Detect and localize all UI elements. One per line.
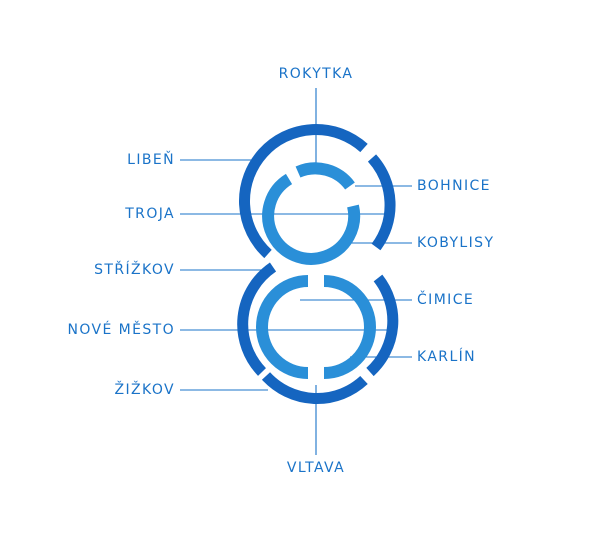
upper-outer-arc-right [367, 154, 396, 251]
lower-inner-ring [256, 275, 376, 379]
label-rokytka: ROKYTKA [278, 66, 354, 82]
label-cimice: ČIMICE [417, 292, 475, 308]
label-bohnice: BOHNICE [417, 178, 491, 194]
upper-inner-ring [262, 162, 361, 265]
label-kobylisy: KOBYLISY [417, 235, 495, 251]
label-troja: TROJA [125, 206, 175, 222]
label-zizkov: ŽIŽKOV [114, 382, 175, 398]
lower-inner-arc-right [323, 275, 376, 379]
label-nove-mesto: NOVÉ MĚSTO [67, 322, 175, 338]
label-karlin: KARLÍN [417, 349, 477, 365]
label-vltava: VLTAVA [286, 460, 346, 476]
lower-inner-arc-left [256, 275, 309, 379]
upper-inner-arc-top [295, 162, 355, 190]
lower-outer-arc-right [366, 274, 399, 377]
lower-outer-arc-left [237, 262, 277, 376]
upper-outer-ring [239, 124, 396, 259]
lower-outer-arc-bottom [261, 372, 368, 404]
upper-outer-arc-left [239, 124, 368, 259]
label-liben: LIBEŇ [127, 152, 175, 168]
label-strizkov: STŘÍŽKOV [94, 262, 175, 278]
upper-inner-arc-main [262, 173, 361, 265]
lower-outer-ring [237, 262, 399, 404]
